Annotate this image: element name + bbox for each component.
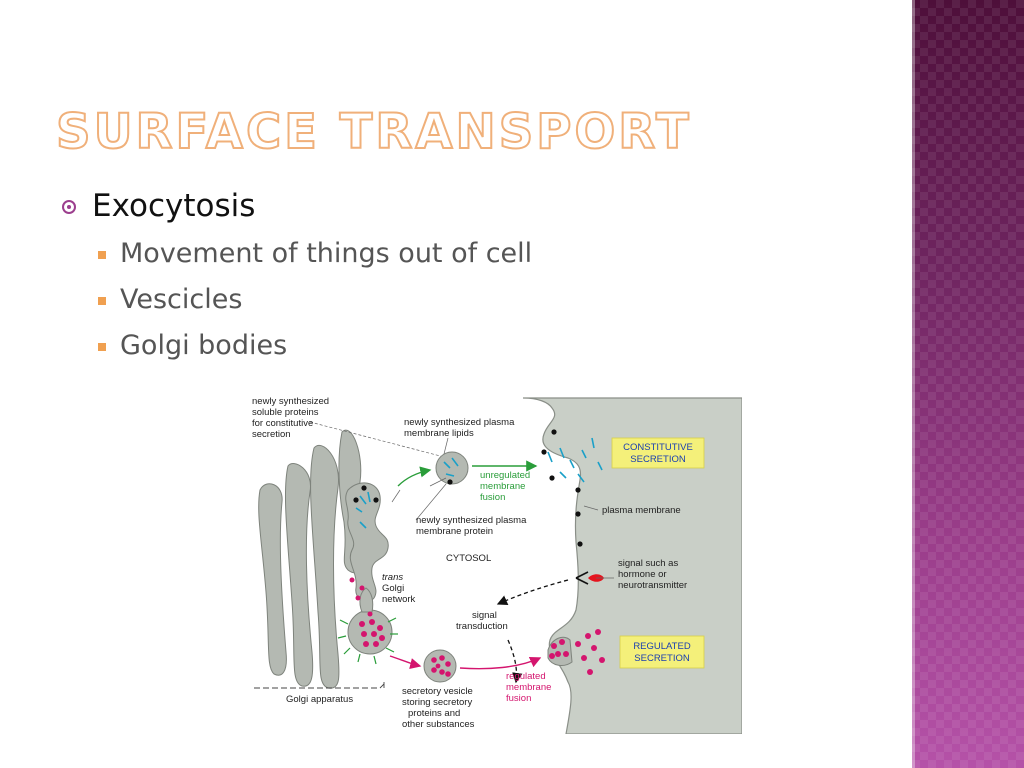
figure-label: for constitutive [252,418,313,429]
circle-dot-bullet-icon [62,200,76,214]
svg-text:membrane lipids: membrane lipids [404,428,474,439]
figure-label: membrane lipids [404,428,474,439]
figure-label: transduction [456,621,508,632]
membrane-proteins [541,429,583,547]
figure-label: hormone or [618,569,667,580]
figure-label: signal such as [618,558,678,569]
figure-label: fusion [480,492,505,503]
decorative-side-band [912,0,1024,768]
constitutive-secretion-box [611,437,705,469]
figure-label: SECRETION [630,454,686,465]
bullet-level2-item: Vescicles [62,276,862,322]
svg-text:REGULATED: REGULATED [633,641,691,652]
golgi-proteins [353,485,379,503]
bullet-level2-text: Golgi bodies [120,330,288,361]
figure-label: proteins and [408,708,460,719]
figure-label: secretion [252,429,291,440]
svg-text:SECRETION: SECRETION [634,653,690,664]
bullet-list: Exocytosis Movement of things out of cel… [62,186,862,368]
secretory-vesicle [423,649,457,683]
secreted-lipids [547,437,603,483]
figure-label: unregulated [480,470,530,481]
svg-text:unregulated: unregulated [480,470,530,481]
figure-label: CONSTITUTIVE [623,442,693,453]
figure-label: soluble proteins [252,407,319,418]
figure-label: Golgi [382,583,404,594]
svg-text:newly synthesized plasma: newly synthesized plasma [404,417,515,428]
svg-text:neurotransmitter: neurotransmitter [618,580,687,591]
svg-text:newly synthesized plasma: newly synthesized plasma [416,515,527,526]
svg-text:network: network [382,594,416,605]
trans-golgi-network [345,482,389,603]
exocytosis-diagram: newly synthesized soluble proteins for c… [248,392,742,734]
figure-label: regulated [506,671,546,682]
figure-label: Golgi apparatus [286,694,353,705]
golgi-granule-dots [349,577,385,647]
released-granules [549,629,605,675]
svg-text:Golgi apparatus: Golgi apparatus [286,694,353,705]
svg-text:membrane: membrane [480,481,525,492]
svg-text:proteins and: proteins and [408,708,460,719]
figure-label: other substances [402,719,475,730]
figure-label: signal [472,610,497,621]
coat-spikes [337,617,398,665]
golgi-lipids [355,491,371,529]
svg-text:fusion: fusion [480,492,505,503]
square-bullet-icon [98,343,106,351]
svg-text:membrane protein: membrane protein [416,526,493,537]
figure-label: membrane [506,682,551,693]
bullet-level2-item: Movement of things out of cell [62,230,862,276]
svg-text:for constitutive: for constitutive [252,418,313,429]
bullet-level2-text: Movement of things out of cell [120,238,533,269]
figure-label: fusion [506,693,531,704]
figure-label: membrane [480,481,525,492]
svg-text:CYTOSOL: CYTOSOL [446,553,491,564]
figure-label: network [382,594,416,605]
figure-label: CYTOSOL [446,553,491,564]
svg-text:transduction: transduction [456,621,508,632]
figure-label: neurotransmitter [618,580,687,591]
svg-text:secretory vesicle: secretory vesicle [402,686,473,697]
svg-text:SECRETION: SECRETION [630,454,686,465]
svg-text:hormone or: hormone or [618,569,667,580]
slide-title: Surface Transport [55,103,692,161]
figure-label: SECRETION [634,653,690,664]
figure-label: membrane protein [416,526,493,537]
figure-label: plasma membrane [602,505,681,516]
svg-text:plasma membrane: plasma membrane [602,505,681,516]
figure-label: trans [382,572,403,583]
bullet-level2-text: Vescicles [120,284,243,315]
svg-text:soluble proteins: soluble proteins [252,407,319,418]
figure-label: secretory vesicle [402,686,473,697]
svg-text:newly synthesized: newly synthesized [252,396,329,407]
svg-text:CONSTITUTIVE: CONSTITUTIVE [623,442,693,453]
golgi-stack [258,429,363,689]
svg-text:fusion: fusion [506,693,531,704]
svg-text:trans: trans [382,572,403,583]
figure-label: newly synthesized [252,396,329,407]
figure-label: storing secretory [402,697,472,708]
figure-label: REGULATED [633,641,691,652]
svg-text:regulated: regulated [506,671,546,682]
svg-text:other substances: other substances [402,719,475,730]
svg-text:storing secretory: storing secretory [402,697,472,708]
square-bullet-icon [98,297,106,305]
svg-text:membrane: membrane [506,682,551,693]
constitutive-vesicle [435,451,469,485]
svg-text:signal: signal [472,610,497,621]
bullet-level2-item: Golgi bodies [62,322,862,368]
square-bullet-icon [98,251,106,259]
bullet-level1-text: Exocytosis [92,188,256,224]
svg-text:signal such as: signal such as [618,558,678,569]
regulated-granule-golgi [347,609,393,655]
svg-text:secretion: secretion [252,429,291,440]
regulated-secretion-box [619,635,705,669]
bullet-level1: Exocytosis [62,186,862,230]
side-band-edge [912,0,915,768]
figure-label: newly synthesized plasma [404,417,515,428]
figure-label: newly synthesized plasma [416,515,527,526]
svg-text:Golgi: Golgi [382,583,404,594]
